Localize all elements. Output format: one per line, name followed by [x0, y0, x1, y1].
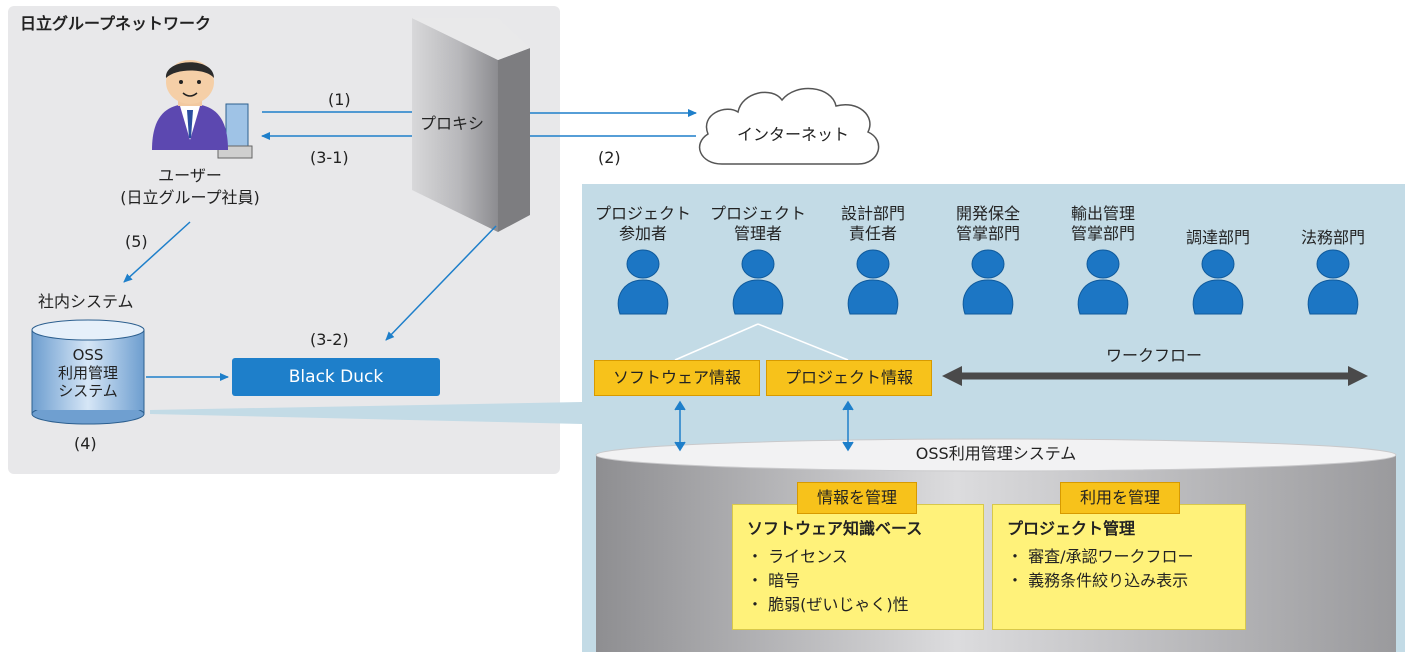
workflow-label: ワークフロー	[1106, 346, 1203, 365]
person-icon-4	[962, 249, 1014, 315]
user-name-label: ユーザー	[158, 166, 222, 185]
sync-arrow-project	[842, 400, 854, 452]
user-affiliation-label: (日立グループ社員)	[120, 188, 260, 207]
connection-band	[150, 402, 582, 424]
link-manager-project	[757, 323, 849, 361]
role-design-dept-head: 設計部門 責任者	[840, 204, 905, 243]
oss-db-label-3: システム	[58, 382, 118, 400]
proxy-wall-icon	[412, 18, 530, 232]
arrow-step-5	[123, 221, 191, 283]
role-export-control-dept: 輸出管理 管掌部門	[1070, 204, 1135, 243]
role-procurement-dept: 調達部門	[1185, 228, 1250, 247]
role-legal-dept: 法務部門	[1300, 228, 1365, 247]
role-project-manager: プロジェクト 管理者	[709, 204, 806, 243]
person-icons	[617, 249, 1359, 315]
kb-item-license: ・ ライセンス	[747, 547, 848, 566]
kb-item-vulnerability: ・ 脆弱(ぜいじゃく)性	[747, 595, 909, 614]
black-duck-box: Black Duck	[232, 358, 440, 396]
project-management-title: プロジェクト管理	[1007, 519, 1136, 538]
pm-item-obligation-filter: ・ 義務条件絞り込み表示	[1007, 571, 1189, 590]
step-4-label: (4)	[74, 434, 97, 453]
person-icon-6	[1192, 249, 1244, 315]
manage-use-tag: 利用を管理	[1060, 482, 1180, 514]
person-icon-1	[617, 249, 669, 315]
network-title: 日立グループネットワーク	[20, 14, 212, 33]
arrow-step-3-2	[385, 225, 497, 341]
person-icon-2	[732, 249, 784, 315]
link-manager-software	[674, 323, 759, 361]
internal-system-label: 社内システム	[38, 292, 134, 311]
step-5-label: (5)	[125, 232, 148, 251]
role-dev-maintenance-dept: 開発保全 管掌部門	[955, 204, 1020, 243]
pm-item-review-workflow: ・ 審査/承認ワークフロー	[1007, 547, 1194, 566]
step-3-1-label: (3-1)	[310, 148, 349, 167]
step-3-2-label: (3-2)	[310, 330, 349, 349]
proxy-label: プロキシ	[420, 114, 485, 133]
kb-item-crypto: ・ 暗号	[747, 571, 801, 590]
knowledge-base-title: ソフトウェア知識ベース	[747, 519, 923, 538]
oss-db-cylinder-icon	[31, 319, 145, 425]
internet-label: インターネット	[737, 125, 850, 144]
person-icon-3	[847, 249, 899, 315]
workflow-arrow	[942, 366, 1368, 386]
manage-info-tag: 情報を管理	[797, 482, 917, 514]
user-avatar-icon	[152, 60, 253, 159]
role-project-participant: プロジェクト 参加者	[594, 204, 691, 243]
person-icon-5	[1077, 249, 1129, 315]
internet-cloud-icon	[698, 87, 880, 165]
project-management-box: プロジェクト管理 ・ 審査/承認ワークフロー ・ 義務条件絞り込み表示	[992, 504, 1246, 630]
oss-db-label-1: OSS	[72, 346, 104, 364]
step-2-label: (2)	[598, 148, 621, 167]
sync-arrow-software	[674, 400, 686, 452]
project-info-tag: プロジェクト情報	[766, 360, 932, 396]
person-icon-7	[1307, 249, 1359, 315]
knowledge-base-box: ソフトウェア知識ベース ・ ライセンス ・ 暗号 ・ 脆弱(ぜいじゃく)性	[732, 504, 984, 630]
oss-system-label: OSS利用管理システム	[915, 444, 1077, 463]
software-info-tag: ソフトウェア情報	[594, 360, 760, 396]
step-1-label: (1)	[328, 90, 351, 109]
oss-db-label-2: 利用管理	[57, 364, 118, 382]
